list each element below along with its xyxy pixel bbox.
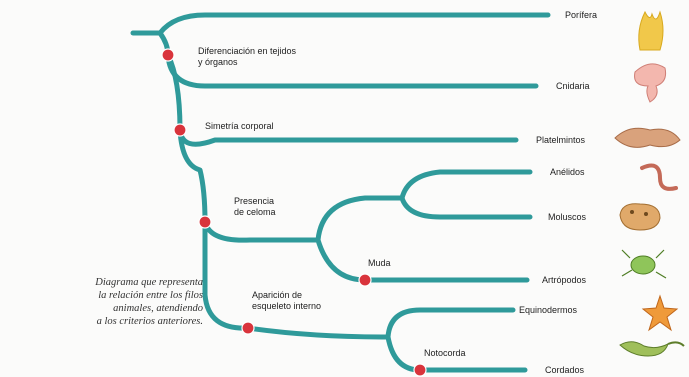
mollusc-icon — [619, 203, 661, 231]
taxon-chordates: Cordados — [545, 365, 585, 375]
node-notochord — [413, 363, 427, 377]
branch-protostomes — [202, 219, 321, 243]
node-skeleton — [241, 321, 255, 335]
label-molt: Muda — [368, 258, 391, 268]
taxon-platyhelminthes: Platelmintos — [536, 135, 586, 145]
beetle-icon — [621, 249, 667, 279]
lizard-icon — [619, 341, 685, 357]
branch-trunk-3 — [177, 127, 208, 225]
branch-annelids-molluscs — [315, 195, 405, 243]
caption-line-1: Diagrama que representa — [95, 277, 203, 288]
sponge-icon — [638, 10, 664, 51]
taxon-porifera: Porífera — [565, 10, 598, 20]
label-skeleton-line2: esqueleto interno — [252, 301, 322, 311]
branch-platyhelminthes — [177, 127, 519, 147]
caption-line-3: animales, atendiendo — [113, 303, 203, 314]
label-skeleton-line1: Aparición de — [252, 290, 303, 300]
figure-caption: Diagrama que representa la relación entr… — [28, 276, 203, 328]
caption-line-2: la relación entre los filos — [98, 290, 203, 301]
branch-porifera — [157, 12, 551, 36]
taxon-molluscs: Moluscos — [548, 212, 587, 222]
label-tissues-line2: y órganos — [198, 57, 238, 67]
label-skeleton: Aparición de esqueleto interno — [252, 290, 321, 312]
label-symmetry: Simetría corporal — [205, 121, 274, 131]
flatworm-icon — [614, 127, 681, 148]
taxon-echinoderms: Equinodermos — [519, 305, 578, 315]
label-coelom-line2: de celoma — [234, 207, 276, 217]
earthworm-icon — [640, 163, 678, 191]
taxon-annelids: Anélidos — [550, 167, 585, 177]
taxon-arthropods: Artrópodos — [542, 275, 587, 285]
branch-molluscs — [399, 195, 533, 220]
branch-molt — [315, 237, 368, 283]
branch-trunk-2 — [165, 52, 183, 133]
caption-line-4: a los criterios anteriores. — [96, 316, 203, 327]
branch-notochord — [385, 334, 423, 373]
label-tissues: Diferenciación en tejidos y órganos — [198, 46, 296, 68]
starfish-icon — [641, 294, 679, 332]
branch-echinoderms — [385, 307, 516, 340]
jellyfish-icon — [634, 63, 667, 103]
node-molt — [358, 273, 372, 287]
taxon-cnidaria: Cnidaria — [556, 81, 590, 91]
node-coelom — [198, 215, 212, 229]
node-symmetry — [173, 123, 187, 137]
label-tissues-line1: Diferenciación en tejidos — [198, 46, 297, 56]
label-notochord: Notocorda — [424, 348, 466, 358]
label-coelom-line1: Presencia — [234, 196, 275, 206]
node-tissues — [161, 48, 175, 62]
label-coelom: Presencia de celoma — [234, 196, 276, 218]
branch-annelids — [399, 169, 533, 201]
